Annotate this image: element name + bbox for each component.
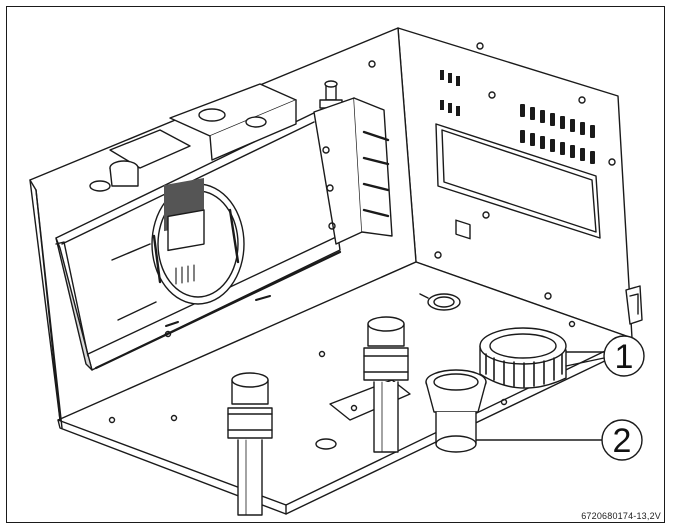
channel-slats [362,130,390,218]
figure-code: 6720680174-13,2V [581,511,661,521]
threaded-cap [479,327,567,389]
vent-slots-lower [520,130,595,164]
callout-2-label: 2 [613,422,632,460]
callout-1: 1 [565,335,645,377]
vent-slots-upper [520,104,595,138]
drain-connection [425,369,487,453]
bottom-plate-details [108,60,576,450]
side-panel-details [434,42,643,325]
callout-1-label: 1 [615,338,634,376]
small-vent-slots [440,70,460,116]
pipe-connection-middle [363,316,409,453]
fan-assembly [151,178,245,305]
callout-2: 2 [475,419,643,461]
pipe-connection-left [227,372,273,516]
